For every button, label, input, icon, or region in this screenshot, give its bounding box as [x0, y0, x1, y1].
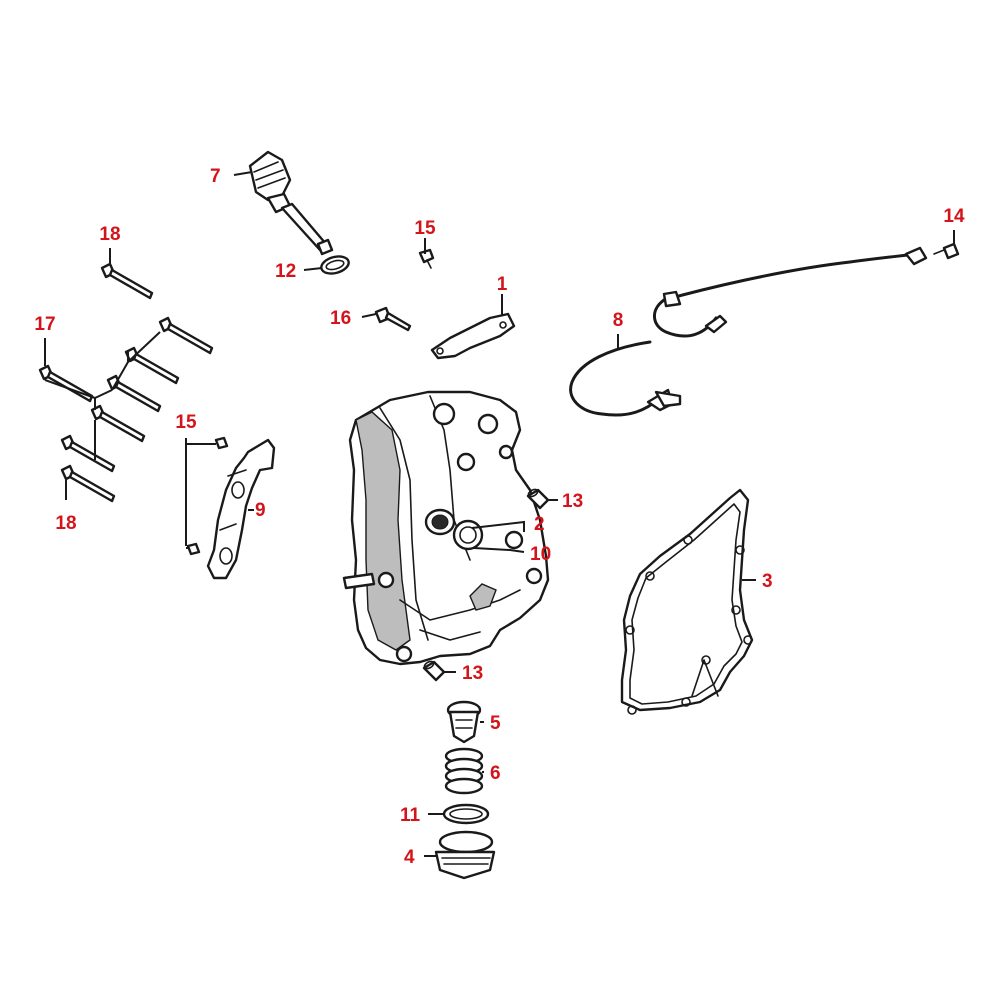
callout-14: 14 [943, 206, 965, 227]
callout-6: 6 [490, 763, 501, 784]
callout-7: 7 [210, 166, 221, 187]
part-bracket-9 [186, 436, 276, 580]
part-drain-plug-4 [434, 830, 496, 880]
callout-1: 1 [497, 274, 508, 295]
callout-5: 5 [490, 713, 501, 734]
callout-8: 8 [613, 310, 624, 331]
callout-17: 17 [34, 314, 55, 335]
callout-15-left: 15 [175, 412, 197, 433]
part-bolts-17-18 [38, 262, 214, 503]
callout-3: 3 [762, 571, 773, 592]
callout-11: 11 [400, 805, 421, 826]
callout-16: 16 [330, 308, 351, 329]
part-bracket-1 [430, 312, 516, 360]
part-gasket-3 [620, 488, 754, 715]
callout-4: 4 [404, 847, 415, 868]
part-spring-6 [444, 747, 484, 795]
callout-10: 10 [530, 544, 551, 565]
part-cable-8 [569, 246, 928, 417]
part-dowel-13-bottom [422, 660, 446, 682]
part-crankcase-cover [342, 390, 550, 666]
part-fitting-14 [933, 242, 960, 260]
part-bolt-16 [374, 306, 412, 332]
part-screw-15-top [418, 248, 435, 269]
part-strainer-5 [446, 700, 482, 744]
callout-9: 9 [255, 500, 266, 521]
callout-13-bottom: 13 [462, 663, 483, 684]
part-o-ring-12 [320, 255, 350, 275]
callout-2: 2 [534, 514, 545, 535]
part-oil-dipstick [248, 150, 334, 256]
callout-12: 12 [275, 261, 296, 282]
part-o-ring-11 [442, 803, 490, 825]
callout-18-top: 18 [99, 224, 120, 245]
callout-13-top: 13 [562, 491, 583, 512]
callout-15-top: 15 [414, 218, 436, 239]
callout-18-bottom: 18 [55, 513, 76, 534]
